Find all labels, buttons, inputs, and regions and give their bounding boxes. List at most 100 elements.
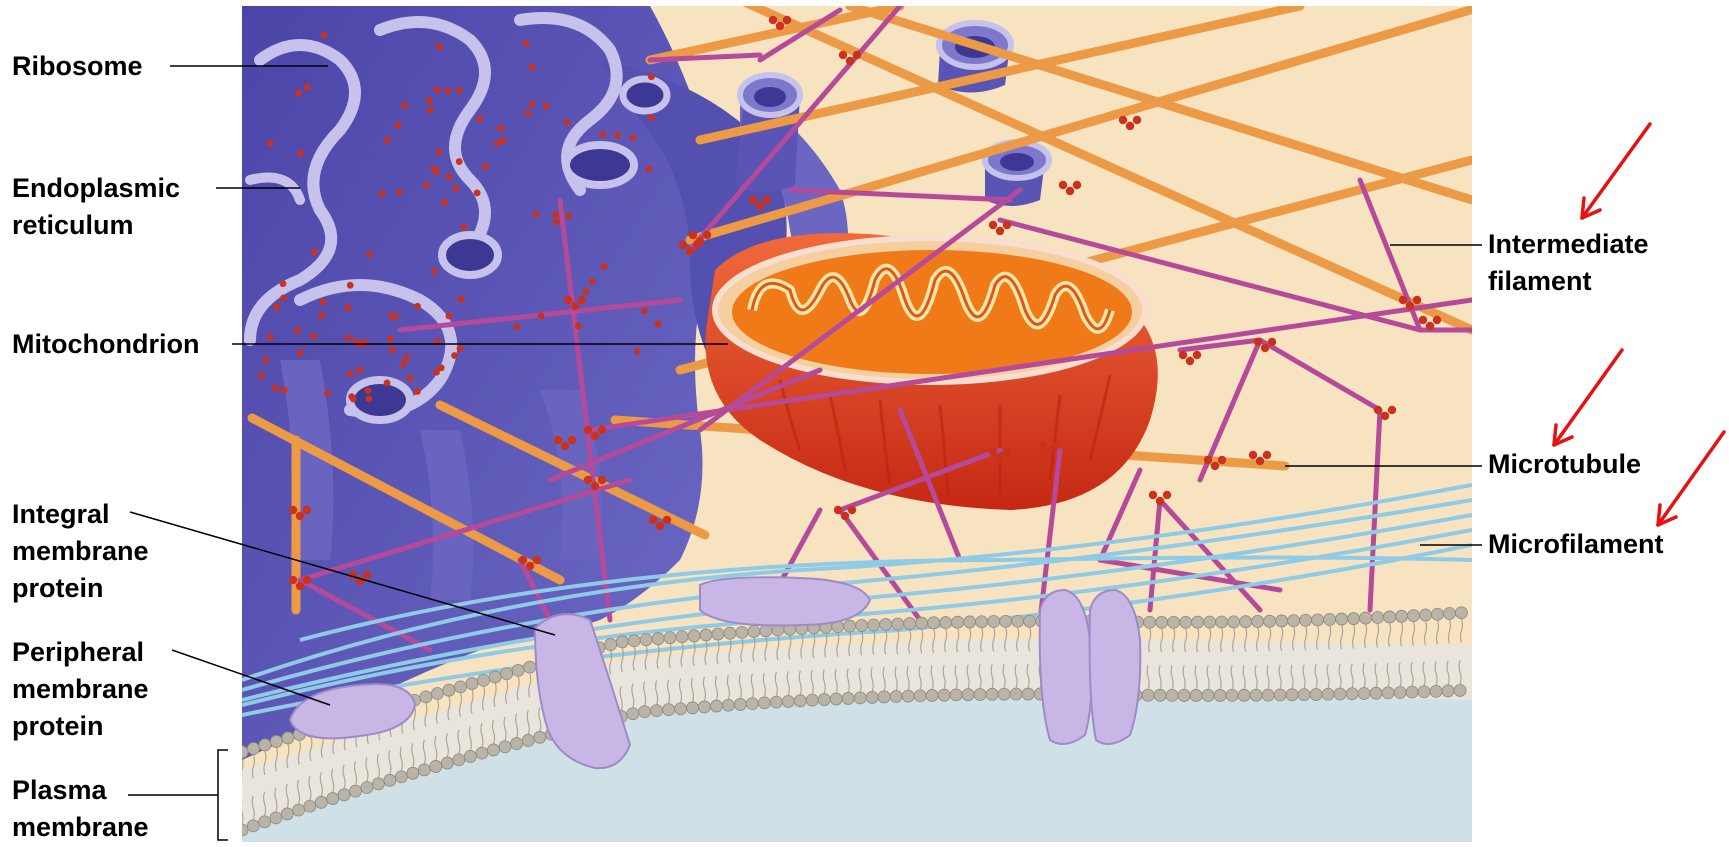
lipid-head <box>998 688 1010 700</box>
ribosome-dot <box>645 165 652 172</box>
ribosome-dot <box>564 119 571 126</box>
lipid-head <box>712 628 724 640</box>
ribosome-dot <box>434 86 441 93</box>
ribosome-dot <box>598 476 606 484</box>
lipid-head <box>988 616 1000 628</box>
ribosome-dot <box>841 512 849 520</box>
ribosome-dot <box>379 190 386 197</box>
ribosome-dot <box>519 556 527 564</box>
lipid-head <box>758 697 770 709</box>
ribosome-dot <box>267 140 274 147</box>
lipid-head <box>928 617 940 629</box>
ribosome-dot <box>591 432 599 440</box>
ribosome-dot <box>601 263 608 270</box>
ribosome-dot <box>310 333 317 340</box>
lipid-head <box>259 739 271 751</box>
ribosome-dot <box>1003 221 1011 229</box>
lipid-head <box>1264 615 1276 627</box>
lipid-head <box>478 674 490 686</box>
lipid-head <box>1010 688 1022 700</box>
lipid-head <box>430 760 442 772</box>
lipid-head <box>892 618 904 630</box>
ribosome-dot <box>1073 181 1081 189</box>
ribosome-dot <box>834 506 842 514</box>
lipid-head <box>628 635 640 647</box>
lipid-head <box>663 704 675 716</box>
ribosome-dot <box>1433 316 1441 324</box>
ribosome-dot <box>423 182 430 189</box>
ribosome-dot <box>295 90 302 97</box>
ribosome-dot <box>446 313 453 320</box>
lipid-head <box>675 703 687 715</box>
ribosome-dot <box>783 16 791 24</box>
ribosome-dot <box>297 150 304 157</box>
ribosome-dot <box>456 87 463 94</box>
ribosome-dot <box>529 64 536 71</box>
ribosome-dot <box>1046 447 1054 455</box>
lipid-head <box>734 698 746 710</box>
lipid-head <box>627 708 639 720</box>
ribosome-dot <box>320 299 327 306</box>
ribosome-dot <box>436 44 443 51</box>
lipid-head <box>986 688 998 700</box>
ribosome-dot <box>693 241 701 249</box>
ribosome-dot <box>655 320 662 327</box>
ribosome-dot <box>273 303 280 310</box>
lipid-head <box>878 691 890 703</box>
ribosome-dot <box>686 247 694 255</box>
ribosome-dot <box>482 163 489 170</box>
lipid-head <box>1312 614 1324 626</box>
ribosome-dot <box>749 196 757 204</box>
ribosome-dot <box>296 512 304 520</box>
ribosome-dot <box>303 576 311 584</box>
ribosome-dot <box>756 202 764 210</box>
lipid-head <box>760 625 772 637</box>
ribosome-dot <box>394 122 401 129</box>
lipid-head <box>522 734 534 746</box>
ribosome-dot <box>525 110 532 117</box>
lipid-head <box>700 629 712 641</box>
ribosome-dot <box>281 386 288 393</box>
ribosome-dot <box>318 312 325 319</box>
lipid-head <box>722 699 734 711</box>
ribosome-dot <box>1204 456 1212 464</box>
lipid-head <box>639 706 651 718</box>
ribosome-dot <box>1066 187 1074 195</box>
lipid-head <box>1286 689 1298 701</box>
ribosome-dot <box>458 296 465 303</box>
ribosome-dot <box>500 137 507 144</box>
ribosome-dot <box>345 304 352 311</box>
lipid-head <box>794 695 806 707</box>
lipid-head <box>476 747 488 759</box>
lipid-head <box>1202 689 1214 701</box>
lipid-head <box>1226 689 1238 701</box>
ribosome-dot <box>366 396 373 403</box>
ribosome-dot <box>839 51 847 59</box>
lipid-head <box>1370 687 1382 699</box>
ribosome-dot <box>1149 491 1157 499</box>
ribosome-dot <box>600 131 607 138</box>
ribosome-dot <box>689 231 697 239</box>
lipid-head <box>866 691 878 703</box>
lipid-head <box>431 688 443 700</box>
ribosome-dot <box>272 385 279 392</box>
lipid-head <box>1322 688 1334 700</box>
lipid-head <box>1144 616 1156 628</box>
lipid-head <box>453 754 465 766</box>
lipid-head <box>1372 612 1384 624</box>
ribosome-dot <box>989 448 997 456</box>
lipid-head <box>1324 613 1336 625</box>
lipid-head <box>856 619 868 631</box>
annotation-arrow-microfilament <box>1658 432 1724 525</box>
lipid-head <box>1420 609 1432 621</box>
lipid-head <box>1024 615 1036 627</box>
lipid-head <box>1012 615 1024 627</box>
ribosome-dot <box>1126 122 1134 130</box>
ribosome-dot <box>533 556 541 564</box>
lipid-head <box>890 691 902 703</box>
lipid-head <box>315 796 327 808</box>
ribosome-dot <box>598 426 606 434</box>
ribosome-dot <box>356 367 363 374</box>
lipid-head <box>746 698 758 710</box>
